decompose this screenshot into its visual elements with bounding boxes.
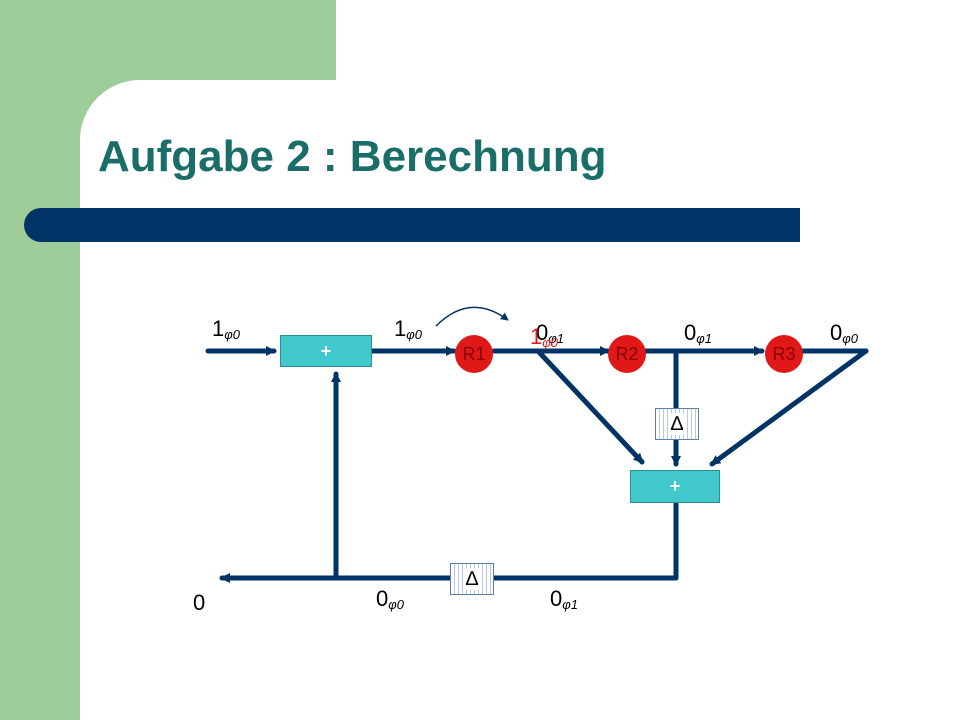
phase-subscript: φ0 xyxy=(542,335,558,350)
phase-subscript: φ0 xyxy=(224,327,240,342)
label-r1-out-overlay: 1φ0 xyxy=(530,324,558,350)
delta-symbol: ∆ xyxy=(668,413,686,435)
delta-symbol: ∆ xyxy=(463,568,481,590)
label-value: 0 xyxy=(193,590,206,615)
label-bottom-left: 0φ0 xyxy=(376,586,404,612)
adder-top: + xyxy=(280,335,372,367)
label-output: 0 xyxy=(193,592,205,614)
label-after-adder: 1φ0 xyxy=(394,316,422,342)
label-r2-out: 0φ1 xyxy=(684,320,712,346)
phase-subscript: φ1 xyxy=(548,331,564,346)
phase-subscript: φ1 xyxy=(696,331,712,346)
label-value: 0 xyxy=(684,320,697,345)
phase-subscript: φ0 xyxy=(406,327,422,342)
phase-subscript: φ0 xyxy=(388,597,404,612)
label-value: 1 xyxy=(212,316,225,341)
background-green-left xyxy=(0,0,80,720)
register-r2: R2 xyxy=(608,335,646,373)
label-value: 0 xyxy=(830,320,843,345)
content-panel xyxy=(80,80,960,720)
label-value: 0 xyxy=(376,586,389,611)
phase-subscript: φ0 xyxy=(842,331,858,346)
label-value: 1 xyxy=(530,324,543,349)
label-value: 0 xyxy=(536,320,549,345)
wire-r3-tap xyxy=(709,348,869,467)
label-r1-out: 0φ1 xyxy=(536,320,564,346)
label-value: 1 xyxy=(394,316,407,341)
adder-bottom: + xyxy=(630,470,720,503)
slide-title: Aufgabe 2 : Berechnung xyxy=(98,132,607,181)
register-r1: R1 xyxy=(455,335,493,373)
phase-shift-arrow xyxy=(435,306,509,327)
label-r3-out: 0φ0 xyxy=(830,320,858,346)
wire-r1-tap xyxy=(535,348,645,465)
register-r3: R3 xyxy=(765,335,803,373)
delay-vertical: ∆ xyxy=(655,408,699,440)
phase-subscript: φ1 xyxy=(562,597,578,612)
label-bottom-right: 0φ1 xyxy=(550,586,578,612)
label-value: 0 xyxy=(550,586,563,611)
delay-bottom: ∆ xyxy=(450,563,494,595)
title-underline-bar xyxy=(24,208,800,242)
label-input: 1φ0 xyxy=(212,316,240,342)
